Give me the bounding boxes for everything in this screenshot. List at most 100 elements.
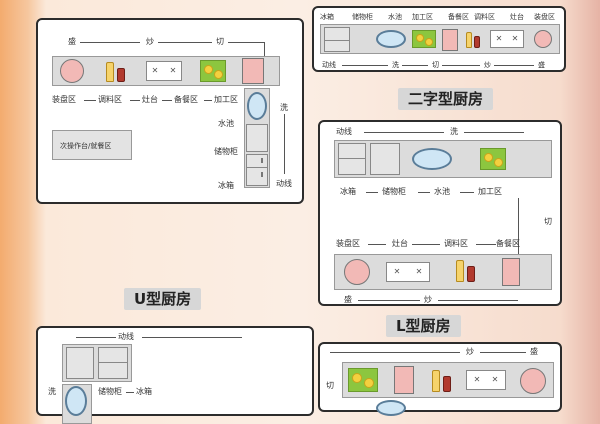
sink-icon: [65, 386, 87, 416]
flow-line: [162, 100, 172, 101]
label-secondary-counter: 次操作台/就餐区: [60, 142, 112, 150]
label-flow: 动线: [276, 179, 292, 188]
fridge-icon: [98, 347, 128, 379]
board-icon: [442, 29, 458, 51]
fridge-icon: [338, 143, 366, 175]
cutting-board-icon: [480, 148, 506, 170]
stove-icon: ✕✕: [146, 61, 182, 81]
flow-line: [464, 132, 524, 133]
label-fridge: 冰箱: [218, 181, 234, 190]
label-prep-area: 备餐区: [448, 13, 469, 21]
flow-line: [80, 42, 140, 43]
flow-line: [158, 42, 212, 43]
label-cabinet: 储物柜: [98, 387, 122, 396]
flow-line: [228, 42, 264, 43]
label-cabinet: 储物柜: [382, 187, 406, 196]
cutting-board-icon: [348, 368, 378, 392]
cutting-board-icon: [412, 30, 436, 48]
flow-line: [368, 244, 386, 245]
sink-icon: [412, 148, 452, 170]
label-fry: 炒: [424, 295, 432, 304]
label-flow: 动线: [336, 127, 352, 136]
bottle-icon: [432, 370, 440, 392]
fridge-icon: [324, 27, 350, 52]
label-wash: 洗: [450, 127, 458, 136]
label-stove: 灶台: [392, 239, 408, 248]
stove-icon: ✕✕: [490, 30, 524, 48]
label-stove: 灶台: [510, 13, 524, 21]
stove-icon: ✕✕: [386, 262, 430, 282]
flow-line: [204, 100, 212, 101]
title-l-shape: L型厨房: [386, 315, 461, 337]
label-cut: 切: [544, 217, 552, 226]
flow-line: [518, 198, 519, 278]
flow-line: [142, 337, 242, 338]
flow-line: [480, 352, 526, 353]
flow-line: [418, 192, 430, 193]
label-serve: 盛: [344, 295, 352, 304]
label-seasoning-area: 调料区: [444, 239, 468, 248]
label-plating-area: 装盘区: [52, 95, 76, 104]
label-serve: 盛: [538, 61, 545, 69]
flow-line: [442, 65, 480, 66]
flow-line: [84, 100, 96, 101]
label-plating-area: 装盘区: [336, 239, 360, 248]
jar-icon: [474, 36, 480, 48]
label-fridge: 冰箱: [320, 13, 334, 21]
cabinet-icon: [66, 347, 94, 379]
label-wash: 洗: [392, 61, 399, 69]
plate-icon: [344, 259, 370, 285]
u-kitchen-panel: 动线 储物柜 冰箱 洗: [36, 326, 314, 424]
label-prep-area: 备餐区: [496, 239, 520, 248]
label-sink: 水池: [388, 13, 402, 21]
plate-icon: [534, 30, 552, 48]
label-fridge: 冰箱: [136, 387, 152, 396]
plate-icon: [60, 59, 84, 83]
flow-line: [130, 100, 140, 101]
flow-line: [438, 300, 518, 301]
parallel-kitchen-panel: 冰箱 储物柜 水池 加工区 备餐区 调料区 灶台 装盘区 ✕✕ 动线 洗 切 炒…: [312, 6, 566, 72]
l-kitchen-panel: 动线 洗 冰箱 储物柜 水池 加工区 切 装盘区 灶台 调料区 备餐区 ✕✕ 盛…: [318, 120, 562, 306]
flow-line: [412, 244, 440, 245]
board-icon: [242, 58, 264, 84]
flow-line: [342, 65, 388, 66]
label-sink: 水池: [218, 119, 234, 128]
label-sink: 水池: [434, 187, 450, 196]
label-prep-area: 备餐区: [174, 95, 198, 104]
board-icon: [502, 258, 520, 286]
jar-icon: [467, 266, 475, 282]
label-seasoning-area: 调料区: [98, 95, 122, 104]
flow-line: [366, 192, 378, 193]
bottle-icon: [106, 62, 114, 82]
label-fry: 炒: [484, 61, 491, 69]
label-wash: 洗: [280, 103, 288, 112]
fridge-icon: [246, 154, 268, 186]
label-fry: 炒: [146, 37, 154, 46]
flow-line: [494, 65, 534, 66]
flow-line: [364, 132, 444, 133]
island-kitchen-panel: 盛 炒 切 ✕✕ 装盘区 调料区 灶台 备餐区 加工区 水池 储物柜 冰箱 洗 …: [36, 18, 304, 204]
bottle-icon: [456, 260, 464, 282]
label-cut: 切: [216, 37, 224, 46]
flow-line: [358, 300, 420, 301]
label-cut: 切: [326, 381, 334, 390]
flow-line: [402, 65, 428, 66]
jar-icon: [443, 376, 451, 392]
parallel-counter: [320, 24, 560, 54]
label-fry: 炒: [466, 347, 474, 356]
secondary-counter: [52, 130, 132, 160]
flow-line: [284, 114, 285, 174]
label-cabinet: 储物柜: [214, 147, 238, 156]
label-cut: 切: [432, 61, 439, 69]
label-plating-area: 装盘区: [534, 13, 555, 21]
label-stove: 灶台: [142, 95, 158, 104]
flow-line: [126, 392, 134, 393]
label-serve: 盛: [68, 37, 76, 46]
sink-icon: [376, 30, 406, 48]
title-parallel: 二字型厨房: [398, 88, 494, 110]
label-processing-area: 加工区: [214, 95, 238, 104]
label-seasoning-area: 调料区: [474, 13, 495, 21]
label-flow: 动线: [118, 332, 134, 341]
label-wash: 洗: [48, 387, 56, 396]
cabinet-icon: [246, 124, 268, 152]
